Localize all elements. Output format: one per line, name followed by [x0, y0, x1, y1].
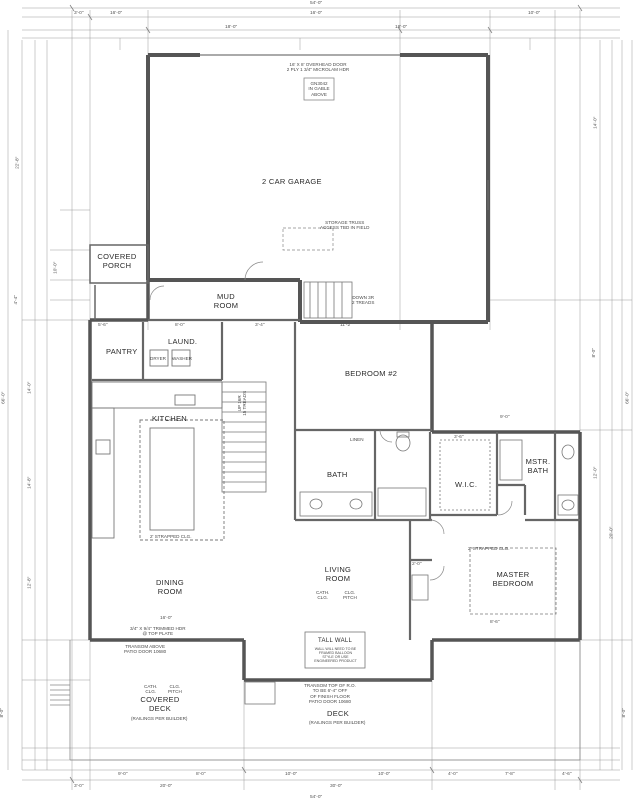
transom-note: TRANSOM ABOVE PATIO DOOR 10680 [124, 644, 167, 655]
dim-left-4: 14'-0" [27, 381, 33, 394]
dim-left-3: 4'-4" [14, 294, 20, 305]
dim-interior-4: 3'-4" [255, 323, 265, 328]
dim-bottom-sub-3: 10'-0" [285, 772, 298, 777]
tall-wall-note: WALL WILL NEED TO BE FRAMED BALLOON STYL… [314, 647, 357, 664]
dim-garage-width-b: 18'-0" [395, 25, 408, 30]
deck-cath-clg: CATH. CLG. [144, 684, 158, 695]
room-label-covered-deck: COVERED DECK [140, 695, 180, 713]
room-label-covered-porch: COVERED PORCH [97, 252, 137, 270]
covered-deck-note: (RAILINGS PER BUILDER) [131, 716, 188, 721]
dim-bottom-sub-4: 10'-0" [378, 772, 391, 777]
room-label-dining-room: DINING ROOM [155, 578, 185, 596]
dim-bottom-sub-1: 9'-0" [118, 772, 128, 777]
dim-bottom-right: 30'-0" [330, 784, 343, 789]
tall-wall-label: TALL WALL [318, 638, 353, 644]
bath-fixtures [299, 431, 579, 615]
dim-interior-8: 8'-6" [490, 620, 500, 625]
dim-bottom-mid: 20'-0" [160, 784, 173, 789]
strapped-clg-note: 2' STRAPPED CLG. [150, 534, 192, 539]
dimension-lines [7, 7, 633, 790]
room-label-garage: 2 CAR GARAGE [262, 177, 322, 186]
dim-overall-width-bottom: 54'-0" [310, 795, 323, 800]
dim-right-2: 8'-0" [592, 347, 598, 358]
dim-top-right: 10'-0" [528, 11, 541, 16]
dim-right-1: 14'-0" [593, 116, 599, 129]
dim-right-3: 20'-0" [609, 526, 615, 539]
room-label-kitchen: KITCHEN [152, 414, 188, 423]
dim-top-left: 3'-0" [74, 11, 84, 16]
transom-note-2: TRANSOM TOP OF R.O. TO BE 6'-4" OFF OF F… [304, 683, 356, 704]
dim-top-left-2: 16'-0" [110, 11, 123, 16]
dim-left-6: 12'-8" [27, 576, 33, 589]
dim-left-2: 10'-0" [53, 261, 59, 274]
room-label-master-bath: MSTR. BATH [525, 457, 551, 475]
room-label-mud-room: MUD ROOM [213, 292, 239, 310]
kitchen-fixtures [91, 349, 225, 541]
dim-overall-depth-left: 66'-0" [1, 391, 7, 404]
room-label-deck: DECK [327, 709, 350, 718]
dim-interior-6: 3'-6" [454, 435, 464, 440]
living-cath-clg: CATH. CLG. [316, 590, 330, 601]
master-strapped-clg: 2' STRAPPED CLG. [468, 546, 510, 551]
storage-truss-note: STORAGE TRUSS ACCESS TBD IN FIELD [320, 220, 370, 231]
dim-garage-width-a: 18'-0" [225, 25, 238, 30]
linen-label: LINEN [350, 437, 364, 442]
room-label-master-bedroom: MASTER BEDROOM [492, 570, 534, 588]
dim-interior-5: 16'-0" [160, 616, 173, 621]
dim-right-5: 8'-0" [622, 707, 628, 718]
dim-left-7: 8'-0" [0, 707, 6, 718]
top-plate-note: 3/4" X 9/4" TRIMMED HDR @ TOP PLATE [130, 626, 186, 637]
deck-note: (RAILINGS PER BUILDER) [309, 720, 366, 725]
garage-door-note: 16' X 8' OVERHEAD DOOR 2 PLY 1 3/4" MICR… [286, 62, 350, 73]
dim-interior-9: 2'-0" [412, 562, 422, 567]
room-label-laundry: LAUND. [168, 337, 198, 346]
dim-overall-depth-right: 66'-0" [625, 391, 631, 404]
dim-interior-7: 9'-0" [500, 415, 510, 420]
room-label-pantry: PANTRY [106, 347, 138, 356]
dim-left-5: 14'-8" [27, 476, 33, 489]
room-label-bath: BATH [327, 470, 348, 479]
dim-bottom-sub-5: 4'-0" [448, 772, 458, 777]
dim-bottom-sub-6: 7'-8" [505, 772, 515, 777]
dryer-label: DRYER [150, 356, 166, 361]
dim-interior-2: 8'-0" [175, 323, 185, 328]
room-label-bedroom-2: BEDROOM #2 [345, 369, 398, 378]
stairs [221, 281, 353, 493]
dim-left-1: 22'-8" [15, 156, 21, 169]
gable-vent-note: GN3042 IN GABLE ABOVE [308, 81, 330, 97]
room-label-living-room: LIVING ROOM [324, 565, 352, 583]
dim-right-4: 12'-0" [593, 466, 599, 479]
dim-top-mid: 16'-0" [310, 11, 323, 16]
living-clg-pitch: CLG. PITCH [343, 590, 357, 601]
washer-label: WASHER [172, 356, 192, 361]
dim-bottom-sub-7: 4'-6" [562, 772, 572, 777]
dim-bottom-sub-2: 8'-0" [196, 772, 206, 777]
down-treads-note: DOWN 3R 2 TREADS [352, 295, 375, 306]
dim-interior-3: 11'-2" [340, 323, 352, 328]
interior-walls [92, 318, 580, 640]
stairs-up-note: UP 16R 15 TREADS [237, 390, 248, 416]
room-label-wic: W.I.C. [455, 480, 478, 489]
dim-bottom-left: 3'-0" [74, 784, 84, 789]
dim-interior-1: 5'-6" [98, 323, 108, 328]
dim-overall-width-top: 54'-0" [310, 1, 323, 6]
deck-clg-pitch: CLG. PITCH [168, 684, 182, 695]
